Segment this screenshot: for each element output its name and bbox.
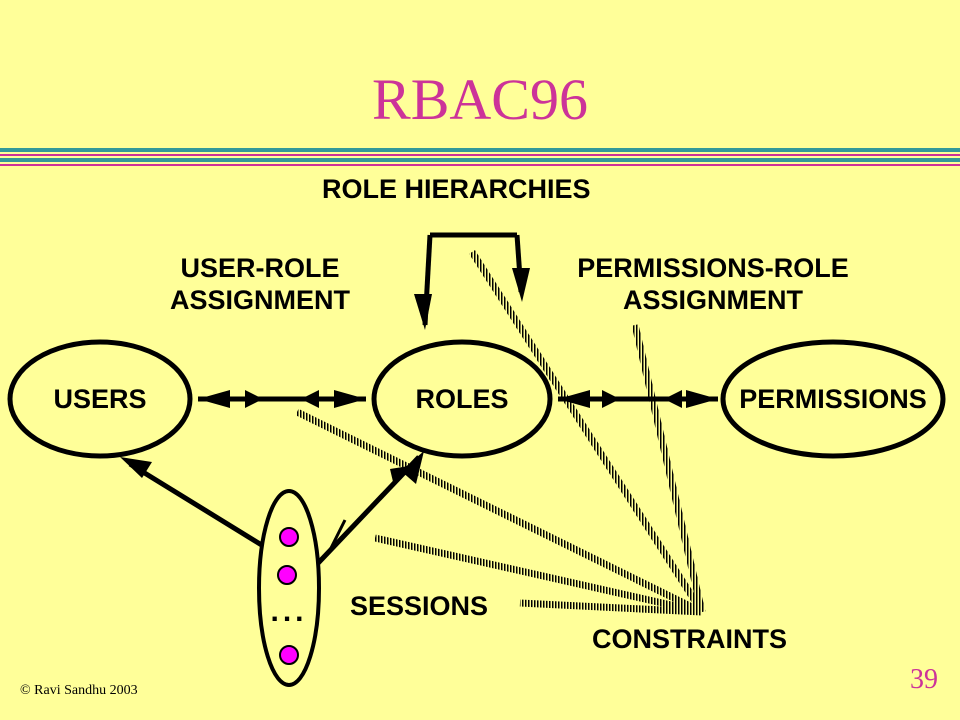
user-role-assignment-label: USER-ROLE ASSIGNMENT: [158, 252, 362, 316]
roles-node: [371, 339, 553, 459]
perm-role-line2: ASSIGNMENT: [622, 285, 803, 315]
session-dot: [277, 565, 297, 585]
role-hierarchies-label: ROLE HIERARCHIES: [322, 174, 591, 204]
session-role-arrow: [301, 451, 424, 581]
user-role-connector: [198, 390, 366, 408]
users-node: [7, 339, 193, 459]
permissions-role-assignment-label: PERMISSIONS-ROLE ASSIGNMENT: [553, 252, 873, 316]
page-number: 39: [910, 664, 938, 695]
slide-title: RBAC96: [372, 67, 588, 132]
constraints-label: CONSTRAINTS: [592, 624, 787, 654]
session-user-arrow: [120, 457, 288, 563]
perm-role-line1: PERMISSIONS-ROLE: [577, 253, 849, 283]
roles-label: ROLES: [415, 384, 509, 414]
copyright-text: © Ravi Sandhu 2003: [20, 683, 138, 698]
hierarchy-arrowhead-right: [512, 268, 530, 302]
permissions-label: PERMISSIONS: [739, 384, 927, 414]
constraint-lines: [295, 250, 706, 616]
user-role-line2: ASSIGNMENT: [169, 285, 350, 315]
permission-role-connector: [558, 390, 718, 408]
session-ellipsis: ...: [270, 595, 308, 628]
sessions-node: [257, 489, 321, 687]
session-dot: [279, 527, 299, 547]
title-divider: [0, 148, 960, 166]
hierarchy-arrowhead-left: [414, 294, 432, 330]
session-dot: [279, 645, 299, 665]
users-label: USERS: [53, 384, 147, 414]
user-role-line1: USER-ROLE: [180, 253, 340, 283]
permissions-node: [720, 339, 946, 459]
sessions-label: SESSIONS: [350, 591, 489, 621]
